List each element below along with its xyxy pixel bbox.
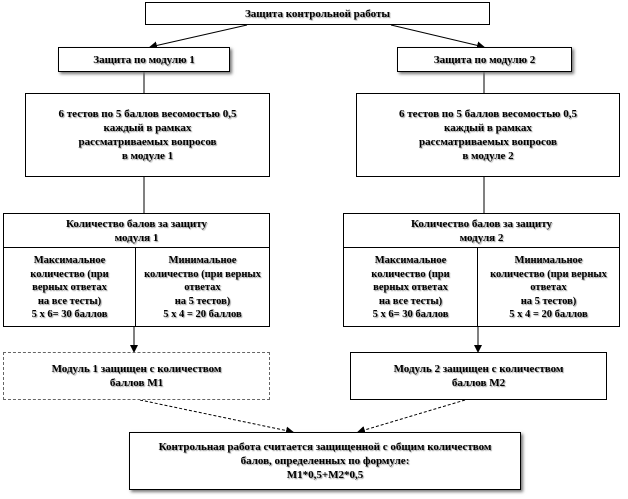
arrow-root-module2 [390, 24, 485, 50]
arrow-result2-final [357, 399, 466, 434]
module2-result-text: Модуль 2 защищен с количеством баллов М2 [393, 363, 564, 389]
module2-title: Защита по модулю 2 [433, 53, 536, 66]
module1-min-text: Минимальное количество (при верных ответ… [144, 255, 261, 320]
module2-score-header: Количество балов за защиту модуля 2 [343, 213, 620, 248]
module2-max-text: Максимальное количество (при верных отве… [371, 255, 450, 320]
module2-result-box: Модуль 2 защищен с количеством баллов М2 [350, 352, 607, 400]
arrow-result1-final [139, 399, 294, 435]
module1-title: Защита по модулю 1 [93, 53, 195, 66]
arrow-root-module1 [149, 24, 248, 50]
module1-max-cell: Максимальное количество (при верных отве… [4, 248, 136, 326]
module1-min-cell: Минимальное количество (при верных ответ… [136, 248, 269, 326]
module2-max-cell: Максимальное количество (при верных отве… [344, 248, 478, 326]
module2-score-header-text: Количество балов за защиту модуля 2 [410, 217, 553, 244]
module2-tests-text: 6 тестов по 5 баллов весомостью 0,5 кажд… [399, 108, 577, 162]
final-box: Контрольная работа считается защищенной … [129, 432, 521, 490]
module1-score-header: Количество балов за защиту модуля 1 [3, 213, 270, 248]
module1-max-text: Максимальное количество (при верных отве… [30, 255, 109, 320]
module1-tests-box: 6 тестов по 5 баллов весомостью 0,5 кажд… [25, 93, 270, 177]
module2-min-text: Минимальное количество (при верных ответ… [490, 255, 607, 320]
module1-title-box: Защита по модулю 1 [58, 47, 230, 72]
root-box: Защита контрольной работы [145, 2, 490, 25]
final-text: Контрольная работа считается защищенной … [158, 441, 492, 481]
module1-score-table: Количество балов за защиту модуля 1 Макс… [3, 213, 270, 327]
module2-score-table: Количество балов за защиту модуля 2 Макс… [343, 213, 620, 327]
module2-tests-box: 6 тестов по 5 баллов весомостью 0,5 кажд… [356, 93, 620, 177]
module1-result-text: Модуль 1 защищен с количеством баллов М1 [51, 363, 222, 389]
module1-result-box: Модуль 1 защищен с количеством баллов М1 [3, 352, 270, 400]
module1-score-header-text: Количество балов за защиту модуля 1 [65, 217, 208, 244]
module2-title-box: Защита по модулю 2 [397, 47, 572, 72]
module1-tests-text: 6 тестов по 5 баллов весомостью 0,5 кажд… [58, 108, 237, 162]
module2-min-cell: Минимальное количество (при верных ответ… [478, 248, 619, 326]
root-label: Защита контрольной работы [245, 7, 390, 20]
